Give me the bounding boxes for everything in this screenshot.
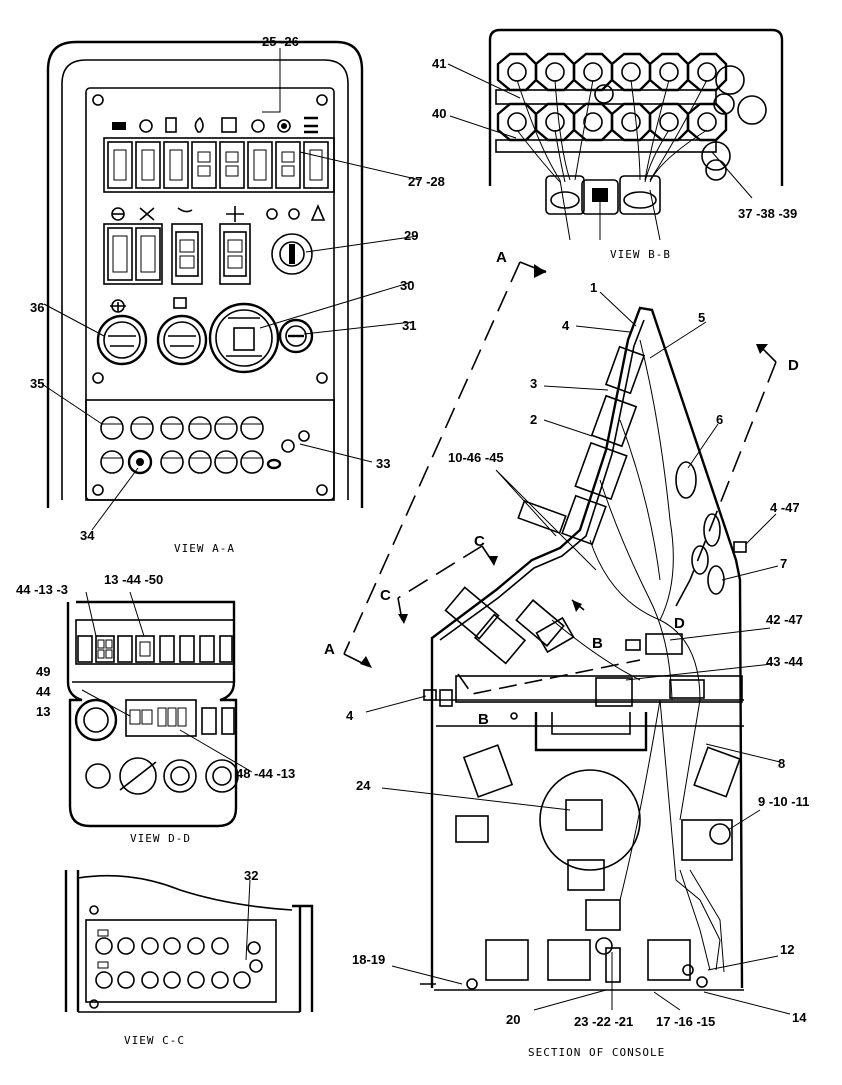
callout-9-10-11: 9 -10 -11 [758, 794, 809, 809]
callout-31: 31 [402, 318, 416, 333]
section-letter-d-bottom: D [674, 615, 685, 632]
callout-36: 36 [30, 300, 44, 315]
callout-14: 14 [792, 1010, 807, 1025]
callout-4-top: 4 [562, 318, 570, 333]
console-wiring [551, 339, 725, 973]
view-cc-leader [245, 879, 251, 961]
pushbutton-block [85, 399, 335, 501]
callout-5: 5 [698, 310, 705, 325]
callout-10-46-45: 10-46 -45 [448, 450, 504, 465]
rocker-switch-row-middle [103, 223, 251, 285]
second-row-symbols [111, 203, 326, 222]
callout-7: 7 [780, 556, 787, 571]
callout-3: 3 [530, 376, 537, 391]
view-cc-panel [64, 870, 314, 1013]
callout-24: 24 [356, 778, 371, 793]
section-letter-a-bottom: A [324, 641, 335, 658]
section-letter-b-top: B [592, 635, 603, 652]
section-letter-d-top: D [788, 357, 799, 374]
callout-17-16-15: 17 -16 -15 [656, 1014, 715, 1029]
callout-6: 6 [716, 412, 723, 427]
gauge-row [96, 297, 314, 374]
view-dd-panel [66, 600, 239, 828]
callout-44-13-3: 44 -13 -3 [16, 582, 68, 597]
view-bb-connectors [488, 28, 784, 241]
callout-40: 40 [432, 106, 446, 121]
callout-42-47: 42 -47 [766, 612, 803, 627]
callout-20: 20 [506, 1012, 520, 1027]
callout-48-44-13: 48 -44 -13 [236, 766, 295, 781]
switch-symbols-row [112, 116, 318, 134]
callout-43-44: 43 -44 [766, 654, 804, 669]
view-dd-caption: VIEW D-D [130, 832, 191, 845]
callout-44: 44 [36, 684, 51, 699]
callout-34: 34 [80, 528, 95, 543]
console-section [420, 306, 747, 991]
callout-35: 35 [30, 376, 44, 391]
view-aa-caption: VIEW A-A [174, 542, 235, 555]
callout-2: 2 [530, 412, 537, 427]
view-bb-leaders [447, 63, 753, 199]
view-bb-caption: VIEW B-B [610, 248, 671, 261]
callout-4-left: 4 [346, 708, 354, 723]
callout-27-28: 27 -28 [408, 174, 445, 189]
callout-33: 33 [376, 456, 390, 471]
callout-41: 41 [432, 56, 446, 71]
console-leaders [365, 291, 791, 1015]
callout-12: 12 [780, 942, 794, 957]
view-cc-caption: VIEW C-C [124, 1034, 185, 1047]
rocker-switch-row-top [103, 137, 335, 193]
callout-25-26: 25 -26 [262, 34, 299, 49]
callout-30: 30 [400, 278, 414, 293]
callout-13-44-50: 13 -44 -50 [104, 572, 163, 587]
view-dd-leaders [81, 591, 253, 773]
view-aa-leaders [41, 48, 421, 531]
console-caption: SECTION OF CONSOLE [528, 1046, 665, 1059]
key-switch [271, 233, 313, 275]
view-aa-panel [46, 40, 364, 508]
callout-13: 13 [36, 704, 50, 719]
callout-23-22-21: 23 -22 -21 [574, 1014, 633, 1029]
callout-8: 8 [778, 756, 785, 771]
callout-29: 29 [404, 228, 418, 243]
section-letter-b-bottom: B [478, 711, 489, 728]
callout-49: 49 [36, 664, 50, 679]
panel-screws [92, 94, 328, 496]
wire-bundle [516, 79, 708, 241]
section-letter-c-top: C [474, 533, 485, 550]
section-letter-c-bottom: C [380, 587, 391, 604]
callout-1: 1 [590, 280, 597, 295]
section-cut-lines [343, 261, 777, 695]
callout-18-19: 18-19 [352, 952, 385, 967]
callout-37-38-39: 37 -38 -39 [738, 206, 797, 221]
dd-lower-block [125, 699, 235, 737]
callout-32: 32 [244, 868, 258, 883]
section-letter-a-top: A [496, 249, 507, 266]
callout-4-47: 4 -47 [770, 500, 800, 515]
